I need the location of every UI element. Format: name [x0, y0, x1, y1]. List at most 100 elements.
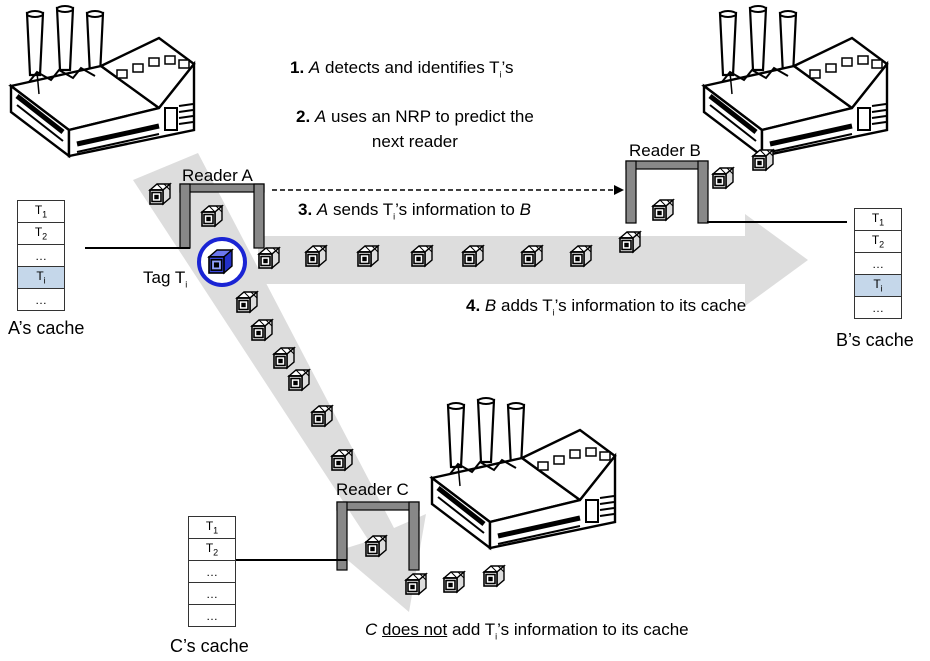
- highlighted-tag: [197, 237, 247, 287]
- cache-entry-subscript: 2: [42, 231, 48, 242]
- rfid-tag-box-icon: [462, 245, 484, 267]
- cache-row: …: [17, 288, 65, 311]
- rfid-tag-box-icon: [570, 245, 592, 267]
- rfid-tag-box-icon: [251, 319, 273, 341]
- cache-row: T1: [17, 200, 65, 223]
- cache-entry: …: [206, 608, 218, 623]
- cache-row: …: [188, 604, 236, 627]
- rfid-tag-box-icon: [652, 199, 674, 221]
- reader-c-label: Reader C: [336, 480, 409, 499]
- rfid-tag-box-icon: [149, 183, 171, 205]
- cache-row: …: [854, 296, 902, 319]
- cache-cell: Ti: [17, 266, 65, 289]
- cache-entry-subscript: 2: [213, 547, 219, 558]
- cache-row: T2: [854, 230, 902, 253]
- cache-row: T1: [188, 516, 236, 539]
- rfid-tag-box-icon: [405, 573, 427, 595]
- cache-cell: …: [854, 252, 902, 275]
- cache-cell: T2: [17, 222, 65, 245]
- cache-cell: …: [17, 244, 65, 267]
- cache-entry-subscript: 2: [879, 239, 885, 250]
- rfid-tag-box-icon: [752, 149, 774, 171]
- rfid-tag-box-icon: [305, 245, 327, 267]
- factory-icon: [704, 6, 887, 156]
- cache-cell: T2: [188, 538, 236, 561]
- cache-row: T1: [854, 208, 902, 231]
- cache-cell: T2: [854, 230, 902, 253]
- cache-entry: …: [35, 292, 47, 307]
- rfid-tag-box-icon: [483, 565, 505, 587]
- cache-cell: …: [188, 560, 236, 583]
- cache-row: …: [854, 252, 902, 275]
- step-5-text: C does not add Ti’s information to its c…: [365, 620, 689, 642]
- reader-b-label: Reader B: [629, 141, 701, 160]
- cache-entry: T: [205, 519, 214, 534]
- cache-cell: …: [854, 296, 902, 319]
- rfid-tag-box-icon: [712, 167, 734, 189]
- cache-c-label: C’s cache: [170, 636, 249, 656]
- factory-icon: [432, 398, 615, 548]
- cache-row: …: [188, 582, 236, 605]
- rfid-tag-box-icon: [311, 405, 333, 427]
- rfid-tag-box-icon: [357, 245, 379, 267]
- rfid-tag-box-icon: [273, 347, 295, 369]
- step-1-text: 1. A detects and identifies Ti’s: [290, 58, 514, 80]
- cache-row: Ti: [17, 266, 65, 289]
- cache-row: Ti: [854, 274, 902, 297]
- message-arrow: [272, 185, 624, 195]
- cache-cell: …: [188, 582, 236, 605]
- step-3-text: 3. A sends Ti’s information to B: [298, 200, 531, 222]
- cache-b-label: B’s cache: [836, 330, 914, 350]
- cache-entry-subscript: i: [880, 283, 883, 294]
- cache-entry: T: [873, 277, 881, 292]
- rfid-tag-box-icon: [201, 205, 223, 227]
- reader-a-label: Reader A: [182, 166, 253, 185]
- rfid-tag-box-icon: [365, 535, 387, 557]
- cache-entry-subscript: i: [43, 275, 46, 286]
- cache-cell: T1: [854, 208, 902, 231]
- rfid-tag-box-icon: [521, 245, 543, 267]
- cache-entry: T: [36, 269, 44, 284]
- rfid-tag-box-icon: [236, 291, 258, 313]
- cache-entry: …: [206, 586, 218, 601]
- cache-entry-subscript: 1: [42, 209, 48, 220]
- step-4-text: 4. B adds Ti’s information to its cache: [466, 296, 747, 318]
- tag-label: Tag Ti: [143, 268, 188, 290]
- cache-entry-subscript: 1: [879, 217, 885, 228]
- cache-cell: T1: [188, 516, 236, 539]
- cache-row: …: [188, 560, 236, 583]
- rfid-tag-box-icon: [258, 247, 280, 269]
- cache-entry: T: [871, 211, 880, 226]
- reader-gate-icon: [625, 160, 709, 224]
- cache-entry-subscript: 1: [213, 525, 219, 536]
- cache-cell: …: [188, 604, 236, 627]
- factory-icon: [11, 6, 194, 156]
- rfid-tag-box-icon: [619, 231, 641, 253]
- cache-row: T2: [188, 538, 236, 561]
- cache-entry: T: [205, 541, 214, 556]
- rfid-tag-box-icon: [443, 571, 465, 593]
- cache-row: …: [17, 244, 65, 267]
- cache-entry: T: [34, 225, 43, 240]
- cache-entry: T: [871, 233, 880, 248]
- step-2-text: 2. A uses an NRP to predict the next rea…: [296, 107, 534, 151]
- reader-gate-icon: [179, 183, 265, 249]
- cache-a-label: A’s cache: [8, 318, 85, 338]
- cache-cell: T1: [17, 200, 65, 223]
- cache-entry: T: [34, 203, 43, 218]
- cache-entry: …: [872, 256, 884, 271]
- cache-entry: …: [35, 248, 47, 263]
- cache-row: T2: [17, 222, 65, 245]
- reader-gate-icon: [336, 501, 420, 571]
- cache-cell: Ti: [854, 274, 902, 297]
- rfid-tag-box-icon: [331, 449, 353, 471]
- cache-entry: …: [206, 564, 218, 579]
- rfid-tag-box-icon: [411, 245, 433, 267]
- cache-entry: …: [872, 300, 884, 315]
- rfid-tag-box-icon: [288, 369, 310, 391]
